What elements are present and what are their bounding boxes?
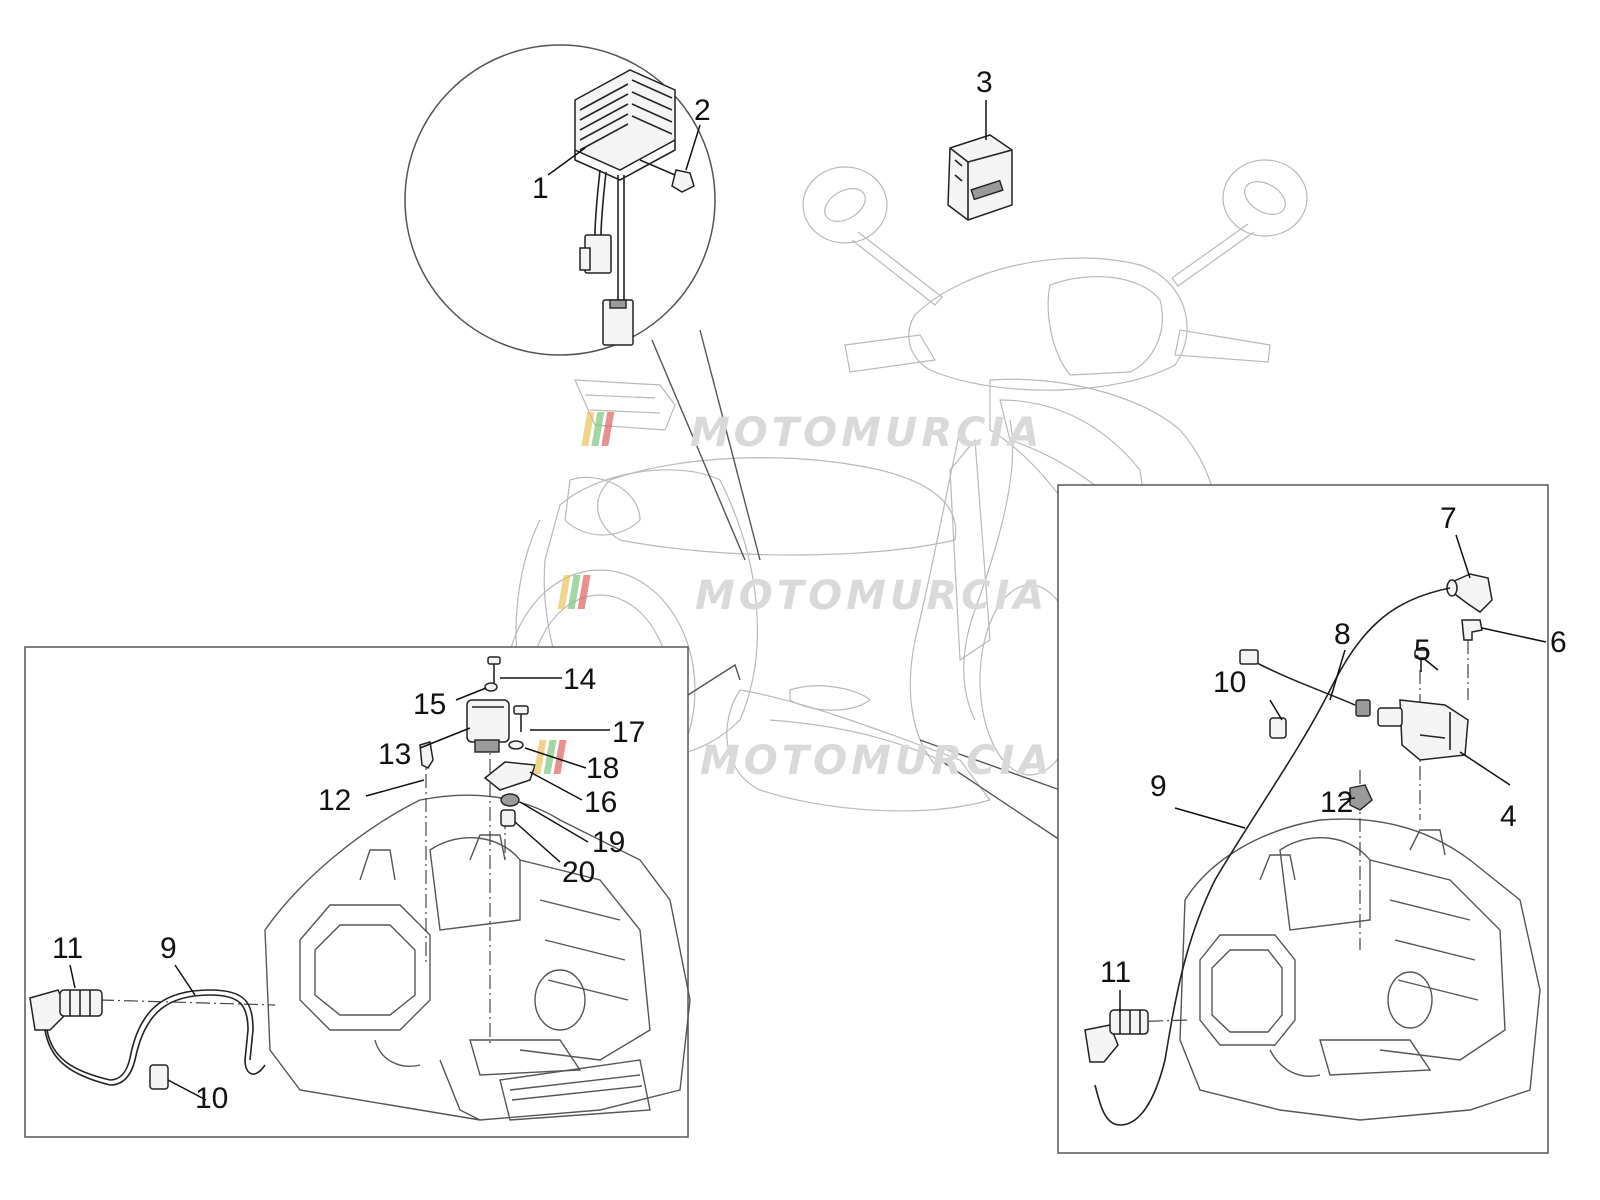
- grommet-10: [149, 1064, 169, 1090]
- ignition-coil-4: [1355, 699, 1469, 761]
- engine-left: [264, 794, 691, 1121]
- grommet-10-right: [1269, 717, 1287, 739]
- watermark: MOTOMURCIA MOTOMURCIA MOTOMURCIA: [533, 410, 1053, 784]
- ht-cable-9-right: [1094, 587, 1451, 1126]
- watermark-logo: MOTOMURCIA: [533, 738, 1053, 784]
- callout-10: 10: [195, 1082, 228, 1115]
- clip-12: [419, 741, 434, 769]
- watermark-text: MOTOMURCIA: [690, 410, 1043, 456]
- zoom-circle-regulator: [404, 44, 761, 561]
- callout-18: 18: [586, 752, 619, 785]
- voltage-regulator: [574, 69, 676, 346]
- callout-3: 3: [976, 66, 993, 99]
- engine-right: [1179, 818, 1541, 1121]
- callout-5: 5: [1414, 634, 1431, 667]
- clip-6: [1461, 619, 1483, 641]
- callout-15: 15: [413, 688, 446, 721]
- spacer-20: [500, 809, 516, 827]
- washer-18: [508, 740, 524, 750]
- spark-plug-cap-11-right: [1084, 1009, 1149, 1063]
- ignition-coil-13: [466, 699, 510, 753]
- callout-11: 11: [52, 932, 83, 965]
- screw-14: [487, 656, 501, 685]
- callout-numbers: 1 2 3 14 15 13 17 18 12 16 19 20 11 9 10…: [52, 66, 1567, 1115]
- callout-20: 20: [562, 856, 595, 889]
- watermark-logo: MOTOMURCIA: [557, 573, 1048, 619]
- callout-8: 8: [1334, 618, 1351, 651]
- watermark-text: MOTOMURCIA: [700, 738, 1053, 784]
- callout-4: 4: [1500, 800, 1517, 833]
- screw-5: [1414, 649, 1428, 672]
- bolt-icon: [639, 159, 695, 193]
- callout-10-right: 10: [1213, 666, 1246, 699]
- screw-17: [513, 705, 529, 732]
- spark-plug-cap-11: [29, 989, 103, 1031]
- callout-11-right: 11: [1100, 956, 1131, 989]
- grommet-19: [500, 793, 520, 807]
- leader-lines: [69, 100, 1547, 1101]
- callout-9: 9: [160, 932, 177, 965]
- callout-6: 6: [1550, 626, 1567, 659]
- washer-15: [484, 682, 498, 692]
- wire-8: [1254, 661, 1356, 706]
- callout-12: 12: [318, 784, 351, 817]
- callout-9-right: 9: [1150, 770, 1167, 803]
- clip-12-right: [1349, 784, 1373, 811]
- control-unit: [947, 134, 1013, 221]
- detail-box-right: [919, 484, 1549, 1154]
- callout-2: 2: [694, 94, 711, 127]
- callout-17: 17: [612, 716, 645, 749]
- callout-7: 7: [1440, 502, 1457, 535]
- callout-1: 1: [532, 172, 549, 205]
- ht-cable-9: [44, 994, 266, 1086]
- callout-16: 16: [584, 786, 617, 819]
- watermark-text: MOTOMURCIA: [695, 573, 1048, 619]
- detail-box-left: [24, 646, 741, 1138]
- callout-12-right: 12: [1320, 786, 1353, 819]
- callout-14: 14: [563, 663, 596, 696]
- watermark-logo: MOTOMURCIA: [581, 410, 1043, 456]
- callout-19: 19: [592, 826, 625, 859]
- callout-13: 13: [378, 738, 411, 771]
